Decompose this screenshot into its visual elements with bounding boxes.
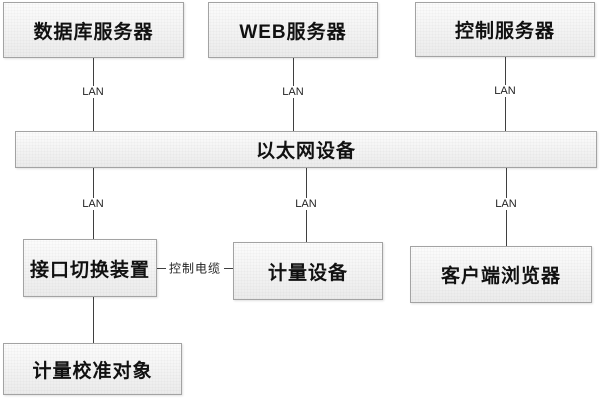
lan-label: LAN: [279, 86, 307, 98]
lan-label: LAN: [79, 86, 107, 98]
node-metering-device: 计量设备: [233, 242, 383, 300]
lan-label: LAN: [292, 198, 320, 210]
node-database-server: 数据库服务器: [3, 2, 184, 58]
control-cable-label: 控制电缆: [165, 259, 225, 277]
node-web-server: WEB服务器: [208, 2, 378, 58]
edge-interface-to-calibration: [93, 297, 94, 343]
lan-label: LAN: [79, 198, 107, 210]
node-interface-switch: 接口切换装置: [23, 239, 157, 297]
lan-label: LAN: [492, 198, 520, 210]
lan-label: LAN: [491, 85, 519, 97]
node-calibration-object: 计量校准对象: [3, 343, 182, 395]
node-control-server: 控制服务器: [415, 2, 595, 57]
node-client-browser: 客户端浏览器: [410, 246, 592, 303]
node-ethernet-device: 以太网设备: [15, 131, 597, 168]
